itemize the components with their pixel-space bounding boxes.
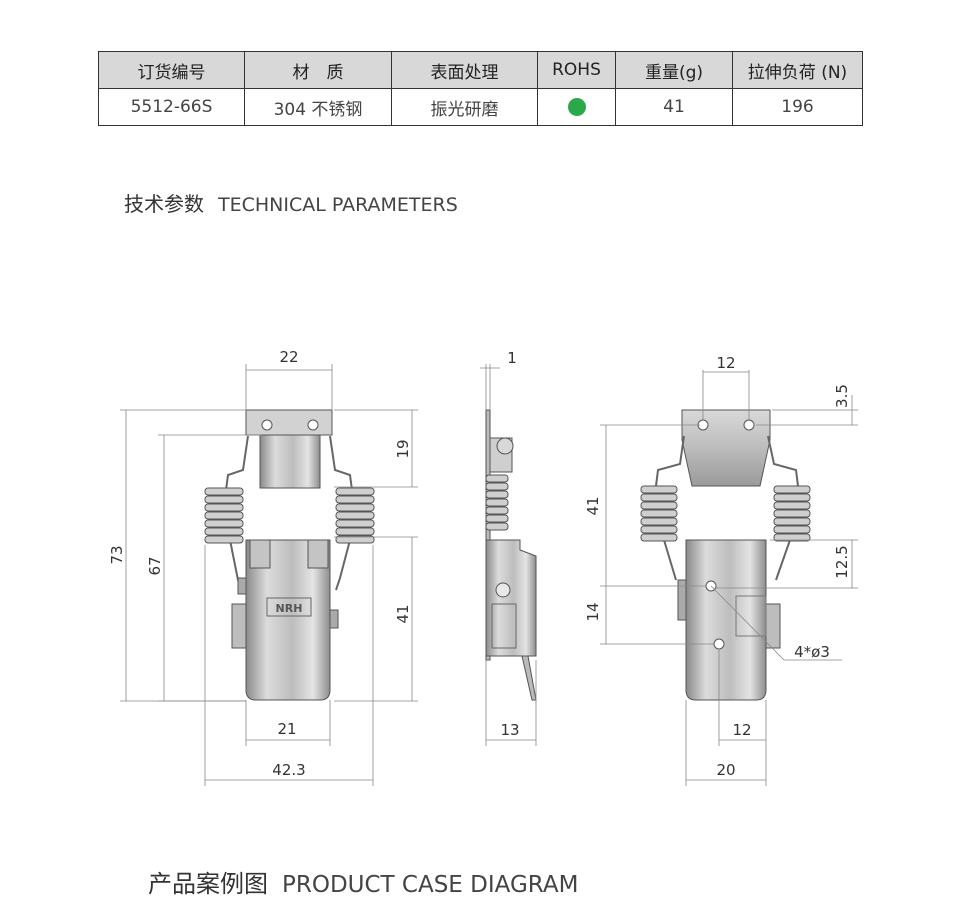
front-dimensions bbox=[120, 364, 418, 786]
rohs-compliant-dot bbox=[567, 98, 586, 116]
weight-cell: 41 bbox=[615, 88, 733, 126]
material-cell: 304 不锈钢 bbox=[244, 88, 392, 126]
dim-front-overall-width: 42.3 bbox=[272, 761, 305, 779]
header-order-no: 订货编号 bbox=[98, 51, 245, 89]
front-hinge-barrel bbox=[259, 434, 321, 489]
back-view bbox=[640, 409, 811, 701]
dim-side-depth: 13 bbox=[500, 721, 519, 739]
dim-front-body-width: 21 bbox=[277, 720, 296, 738]
heading-cn: 技术参数 bbox=[124, 192, 204, 216]
back-dimensions bbox=[600, 370, 858, 786]
dim-back-width: 20 bbox=[716, 761, 735, 779]
surface-cell: 振光研磨 bbox=[391, 88, 538, 126]
front-view bbox=[204, 409, 375, 701]
technical-parameters-heading: 技术参数 TECHNICAL PARAMETERS bbox=[124, 188, 458, 217]
heading-en: PRODUCT CASE DIAGRAM bbox=[282, 872, 579, 898]
back-latch-body bbox=[685, 539, 767, 701]
side-spring bbox=[485, 474, 509, 531]
spec-header-row: 订货编号 材 质 表面处理 ROHS 重量(g) 拉伸负荷 (N) bbox=[98, 51, 863, 89]
dim-back-hole-spacing-top: 12 bbox=[716, 354, 735, 372]
dim-front-inner-height: 67 bbox=[146, 556, 164, 575]
front-mount-hole bbox=[307, 419, 319, 431]
front-spring-left bbox=[204, 487, 244, 544]
dim-back-hole-spec: 4*ø3 bbox=[794, 643, 830, 661]
spec-value-row: 5512-66S 304 不锈钢 振光研磨 41 196 bbox=[98, 88, 863, 126]
logo-text: NRH bbox=[276, 602, 303, 615]
back-top-plate bbox=[681, 409, 771, 487]
load-cell: 196 bbox=[732, 88, 863, 126]
front-top-plate bbox=[245, 409, 333, 436]
dim-front-total-height: 73 bbox=[108, 545, 126, 564]
front-logo-box bbox=[266, 597, 312, 617]
dim-back-top-offset: 3.5 bbox=[833, 384, 851, 408]
dim-back-lower-offset: 12.5 bbox=[833, 545, 851, 578]
dim-front-body-height: 41 bbox=[394, 604, 412, 623]
dim-front-top-width: 22 bbox=[279, 348, 298, 366]
dim-back-hole-spacing-bottom: 12 bbox=[732, 721, 751, 739]
front-latch-body bbox=[245, 539, 331, 701]
back-body-hole bbox=[713, 638, 725, 650]
rohs-cell bbox=[537, 88, 616, 126]
dim-back-lower-height: 14 bbox=[584, 602, 602, 621]
front-spring-right bbox=[335, 487, 375, 544]
back-spring-right bbox=[773, 485, 811, 542]
dim-front-hinge-height: 19 bbox=[394, 439, 412, 458]
side-view bbox=[485, 409, 537, 701]
product-case-heading: 产品案例图 PRODUCT CASE DIAGRAM bbox=[148, 864, 578, 899]
heading-cn: 产品案例图 bbox=[148, 870, 268, 898]
heading-en: TECHNICAL PARAMETERS bbox=[218, 194, 458, 216]
header-weight: 重量(g) bbox=[615, 51, 733, 89]
header-load: 拉伸负荷 (N) bbox=[732, 51, 863, 89]
back-mount-hole bbox=[743, 419, 755, 431]
side-dimensions bbox=[480, 364, 537, 746]
spec-table: 订货编号 材 质 表面处理 ROHS 重量(g) 拉伸负荷 (N) 5512-6… bbox=[98, 51, 863, 126]
dim-side-thickness: 1 bbox=[507, 349, 517, 367]
dim-back-height: 41 bbox=[584, 496, 602, 515]
back-spring-left bbox=[640, 485, 678, 542]
order-no-cell: 5512-66S bbox=[98, 88, 245, 126]
front-mount-hole bbox=[261, 419, 273, 431]
